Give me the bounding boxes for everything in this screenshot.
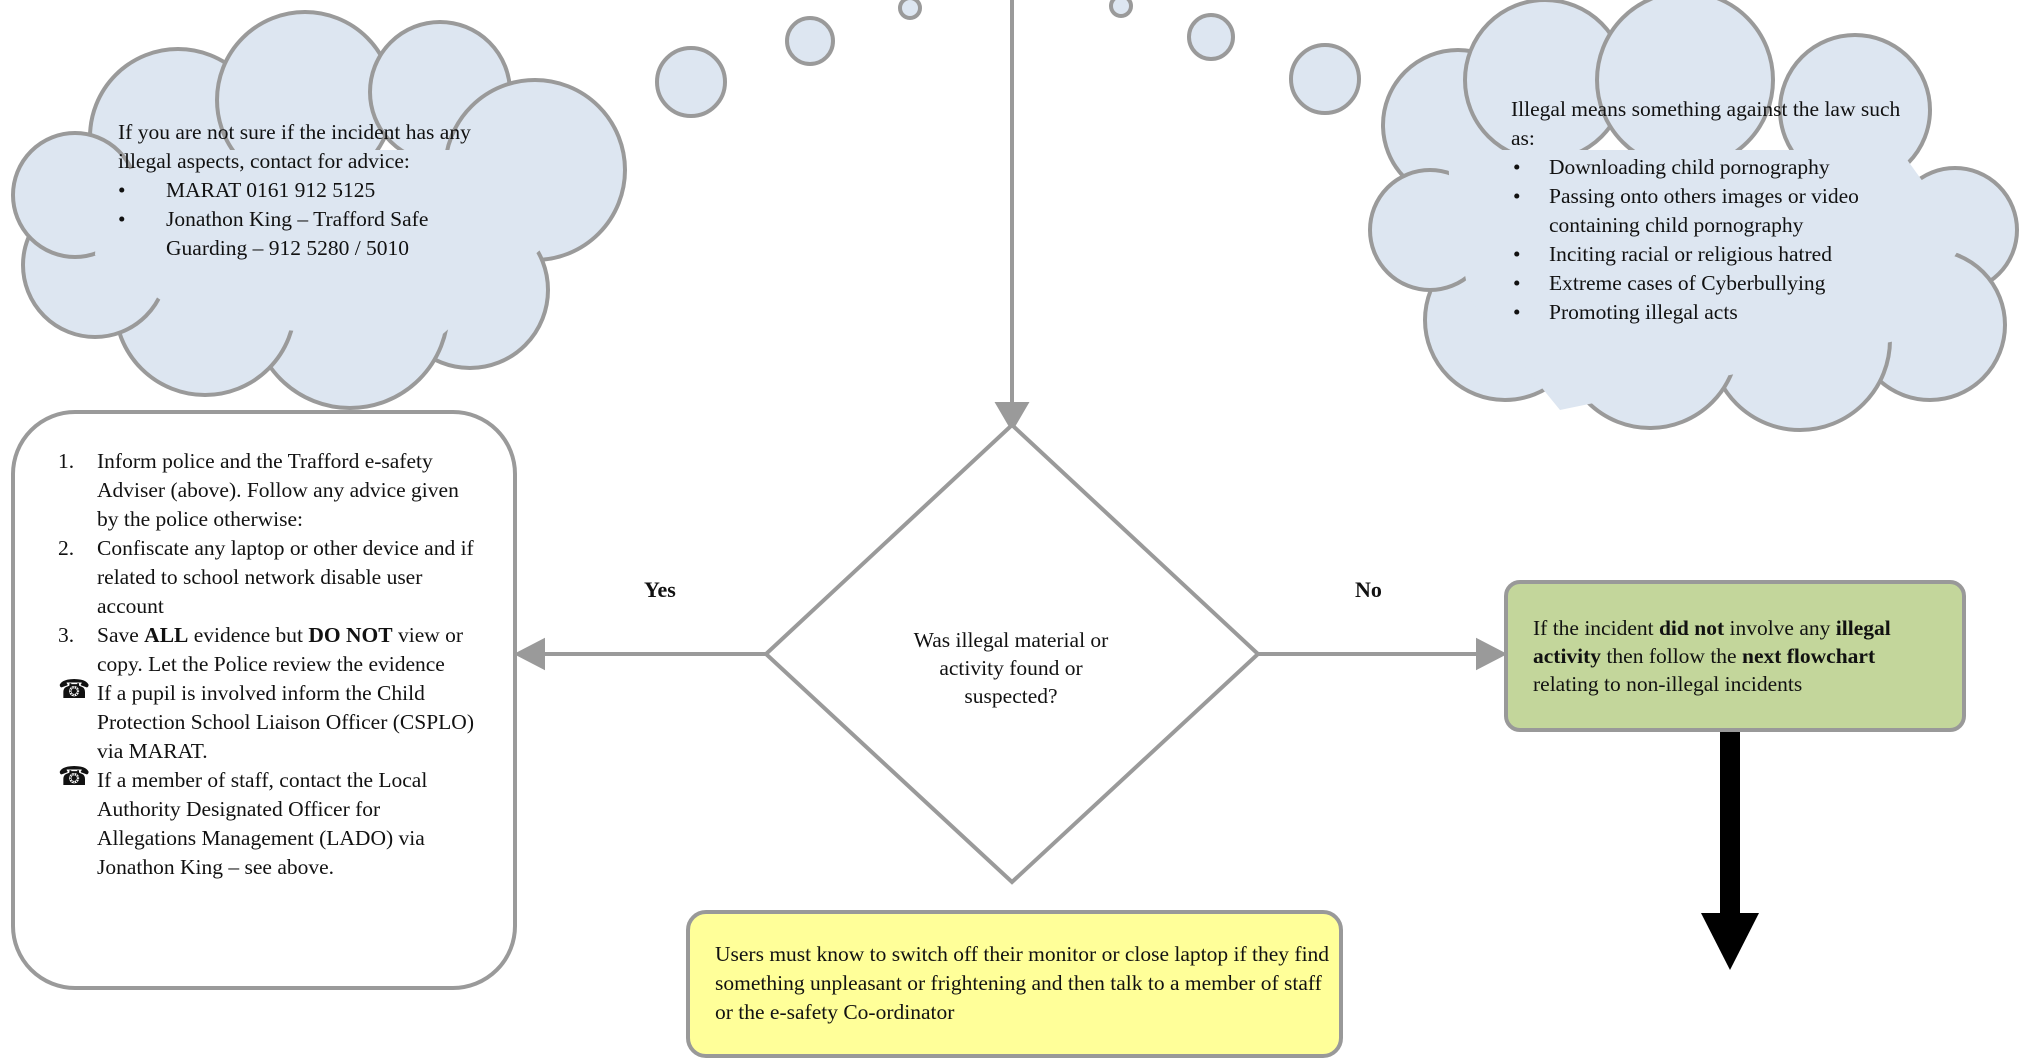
arrowhead-yes: [513, 637, 545, 671]
step-number: 3.: [58, 623, 75, 647]
contact-jonathon-king: Jonathon King – Trafford Safe Guarding –…: [118, 205, 498, 263]
no-label: No: [1355, 577, 1382, 602]
thought-bubble-right-medium: [1187, 13, 1235, 61]
action-pupil-involved: ☎ If a pupil is involved inform the Chil…: [58, 675, 478, 766]
step-text: Inform police and the Trafford e-safety …: [97, 449, 459, 531]
connectors: [513, 0, 1508, 671]
cloud-left-text: If you are not sure if the incident has …: [118, 118, 498, 263]
yes-label: Yes: [644, 577, 676, 602]
thought-bubble-right-small: [1109, 0, 1133, 18]
phone-item-text: If a member of staff, contact the Local …: [97, 768, 428, 879]
telephone-icon: ☎: [58, 762, 91, 792]
cloud-right-text: Illegal means something against the law …: [1511, 95, 1911, 327]
contact-list: MARAT 0161 912 5125 Jonathon King – Traf…: [118, 176, 498, 263]
safety-note-box: [686, 910, 1343, 1058]
yes-action-text: 1. Inform police and the Trafford e-safe…: [58, 447, 478, 882]
action-step-3: 3. Save ALL evidence but DO NOT view or …: [58, 623, 464, 676]
thought-bubbles: [655, 0, 1361, 118]
phone-item-text: If a pupil is involved inform the Child …: [97, 681, 474, 763]
thought-bubble-left-medium: [785, 16, 835, 66]
safety-note-text: Users must know to switch off their moni…: [715, 942, 1330, 1024]
arrowhead-down-to-decision: [994, 402, 1030, 432]
illegal-example: Inciting racial or religious hatred: [1511, 240, 1911, 269]
telephone-icon: ☎: [58, 675, 91, 705]
illegal-examples-list: Downloading child pornography Passing on…: [1511, 153, 1911, 327]
thought-bubble-left-large: [655, 46, 727, 118]
cloud-right-intro: Illegal means something against the law …: [1511, 97, 1901, 150]
next-flowchart-arrow-shaft: [1720, 732, 1740, 914]
action-step-2: 2. Confiscate any laptop or other device…: [58, 534, 478, 621]
action-staff-involved: ☎ If a member of staff, contact the Loca…: [58, 762, 478, 882]
illegal-example: Passing onto others images or video cont…: [1511, 182, 1911, 240]
decision-question: Was illegal material or activity found o…: [913, 628, 1109, 708]
no-action-box: [1504, 580, 1966, 732]
contact-marat: MARAT 0161 912 5125: [118, 176, 498, 205]
decision-diamond: [763, 422, 1261, 885]
step-number: 1.: [58, 449, 75, 473]
illegal-example: Downloading child pornography: [1511, 153, 1911, 182]
arrowhead-no: [1476, 637, 1508, 671]
illegal-example: Promoting illegal acts: [1511, 298, 1911, 327]
thought-bubble-left-small: [898, 0, 922, 20]
action-step-1: 1. Inform police and the Trafford e-safe…: [58, 447, 478, 534]
cloud-left-intro: If you are not sure if the incident has …: [118, 120, 471, 173]
thought-bubble-right-large: [1289, 43, 1361, 115]
next-flowchart-arrowhead: [1701, 913, 1759, 970]
step-text: Confiscate any laptop or other device an…: [97, 536, 474, 618]
yes-action-box: [11, 410, 517, 990]
no-action-text: If the incident did not involve any ille…: [1533, 616, 1891, 696]
step-number: 2.: [58, 536, 75, 560]
illegal-example: Extreme cases of Cyberbullying: [1511, 269, 1911, 298]
